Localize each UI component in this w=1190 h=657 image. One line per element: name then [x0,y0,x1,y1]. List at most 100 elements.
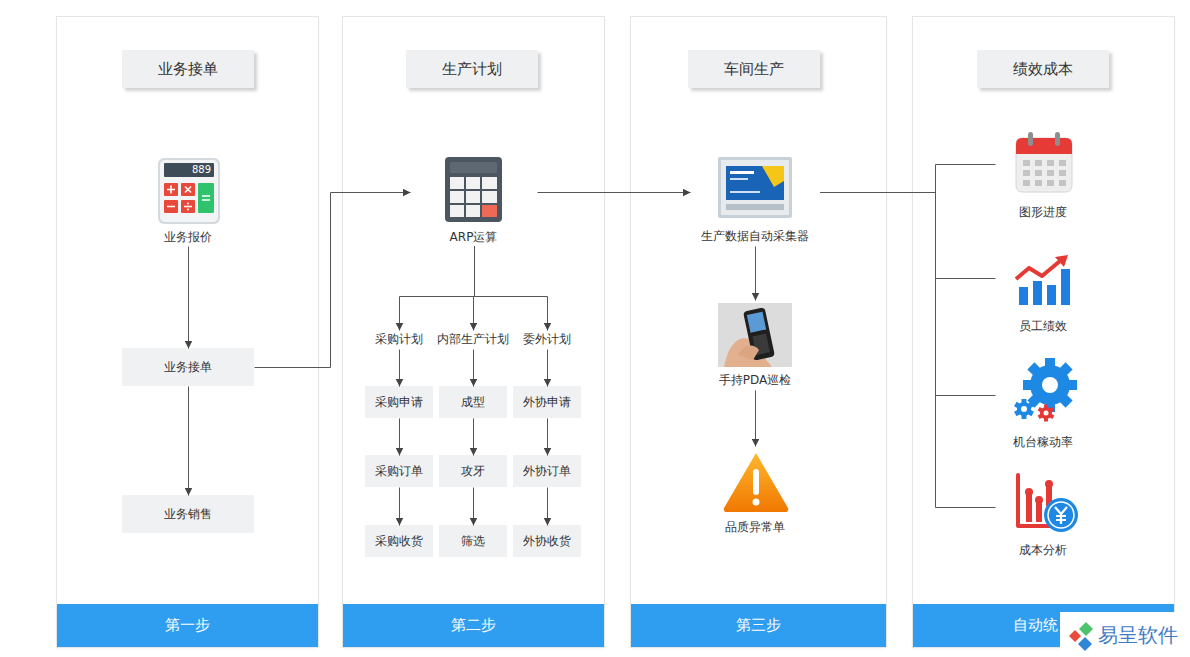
arp-cell [466,205,480,217]
gear-tooth [1045,358,1055,367]
node-label: 手持PDA巡检 [705,372,805,388]
watermark-backdrop [1060,612,1190,657]
gear-icon [1023,358,1077,412]
process-box: 采购申请 [365,386,433,418]
gear-body [1040,407,1052,419]
calendar-cell [1023,170,1030,176]
arp-display [450,162,497,173]
panel-heading: 生产计划 [406,50,538,88]
icon-node: 机台稼动率 [995,340,1090,450]
arp-cell [450,205,464,217]
cost-axis [1018,475,1054,526]
process-box: 攻牙 [439,455,507,487]
calculator-icon [158,158,220,224]
process-box: 采购收货 [365,525,433,557]
warning-triangle [724,453,788,512]
process-box: 采购订单 [365,455,433,487]
pda-device [743,307,775,360]
calendar-cell [1047,180,1054,186]
pda-icon [718,303,792,367]
node-label: 员工绩效 [995,318,1090,334]
gear-tooth [1022,399,1027,404]
trend-line [1016,261,1060,279]
flow-connector [188,247,189,349]
collector-case [718,157,792,218]
icon-node: ARP运算 [410,138,537,246]
node-label: ARP运算 [410,229,537,245]
gear-hole [1042,377,1058,393]
calculator-face [160,160,218,222]
icon-node: 品质异常单 [705,446,805,536]
flow-connector [821,193,996,279]
node-label: 成型 [439,386,507,418]
calendar-cell [1047,170,1054,176]
flow-connector [538,192,691,193]
warning-dot [753,499,760,506]
trend-arrow [1055,255,1068,267]
arp-icon [445,157,502,222]
gear-tooth [1023,380,1032,390]
pda-keys [752,334,770,355]
flow-connector [475,247,548,331]
logo-piece [1078,637,1092,651]
step-label: 自动统 [913,604,1174,647]
calendar-cell [1023,180,1030,186]
yen-symbol [1055,507,1067,524]
collector-icon [718,157,792,218]
gear-tooth [1014,409,1021,416]
process-box: 业务销售 [122,495,254,533]
node-label: 攻牙 [439,455,507,487]
calendar-cell [1035,170,1042,176]
flow-connector [547,488,548,526]
icon-node: 手持PDA巡检 [705,300,805,390]
cost-dot [1035,496,1043,504]
cost-icon [1018,475,1078,532]
node-label: 外协申请 [513,386,581,418]
calculator-key [164,200,178,213]
step-label: 第二步 [343,604,604,647]
step-label: 第一步 [57,604,318,647]
flow-connector [821,165,996,193]
step-band: 第一步 [57,604,318,647]
process-box: 外协订单 [513,455,581,487]
arp-cell [482,205,497,217]
chart-bar [1047,285,1056,305]
node-label: 外协收货 [513,525,581,557]
gear-tooth [1027,362,1040,375]
step-panel: 生产计划ARP运算采购计划内部生产计划委外计划采购申请成型外协申请采购订单攻牙外… [343,17,604,647]
node-label: 机台稼动率 [995,434,1090,450]
calendar-cell [1047,160,1054,166]
gear-hole [1044,411,1049,416]
panel-heading: 业务接单 [122,50,254,88]
calendar-cell [1035,160,1042,166]
flow-connector [399,488,400,526]
gear-tooth [1045,403,1055,412]
logo-piece [1079,622,1093,636]
flow-connector [547,419,548,456]
gear-tooth [1027,402,1034,409]
flow-connector [821,193,996,396]
calendar-cell [1059,170,1066,176]
panel-heading: 绩效成本 [977,50,1109,88]
coin [1044,498,1078,532]
flow-connector [473,488,474,526]
node-label: 采购计划 [367,330,431,349]
cost-dot [1045,480,1053,488]
gear-icon [1014,399,1034,419]
gear-tooth [1027,409,1034,416]
flow-connector [755,391,756,447]
flow-connector [473,419,474,456]
gear-tooth [1044,418,1048,422]
step-band: 自动统 [913,604,1174,647]
arp-cell [450,177,464,189]
calculator-key [181,183,195,196]
watermark [1060,612,1190,657]
node-label: 筛选 [439,525,507,557]
node-label: 外协订单 [513,455,581,487]
calculator-body [158,158,220,224]
screen-line [730,171,754,174]
node-label: 采购订单 [365,455,433,487]
collector-strip [726,204,784,210]
chart-bar [1033,281,1042,305]
gear-body [1030,365,1070,405]
